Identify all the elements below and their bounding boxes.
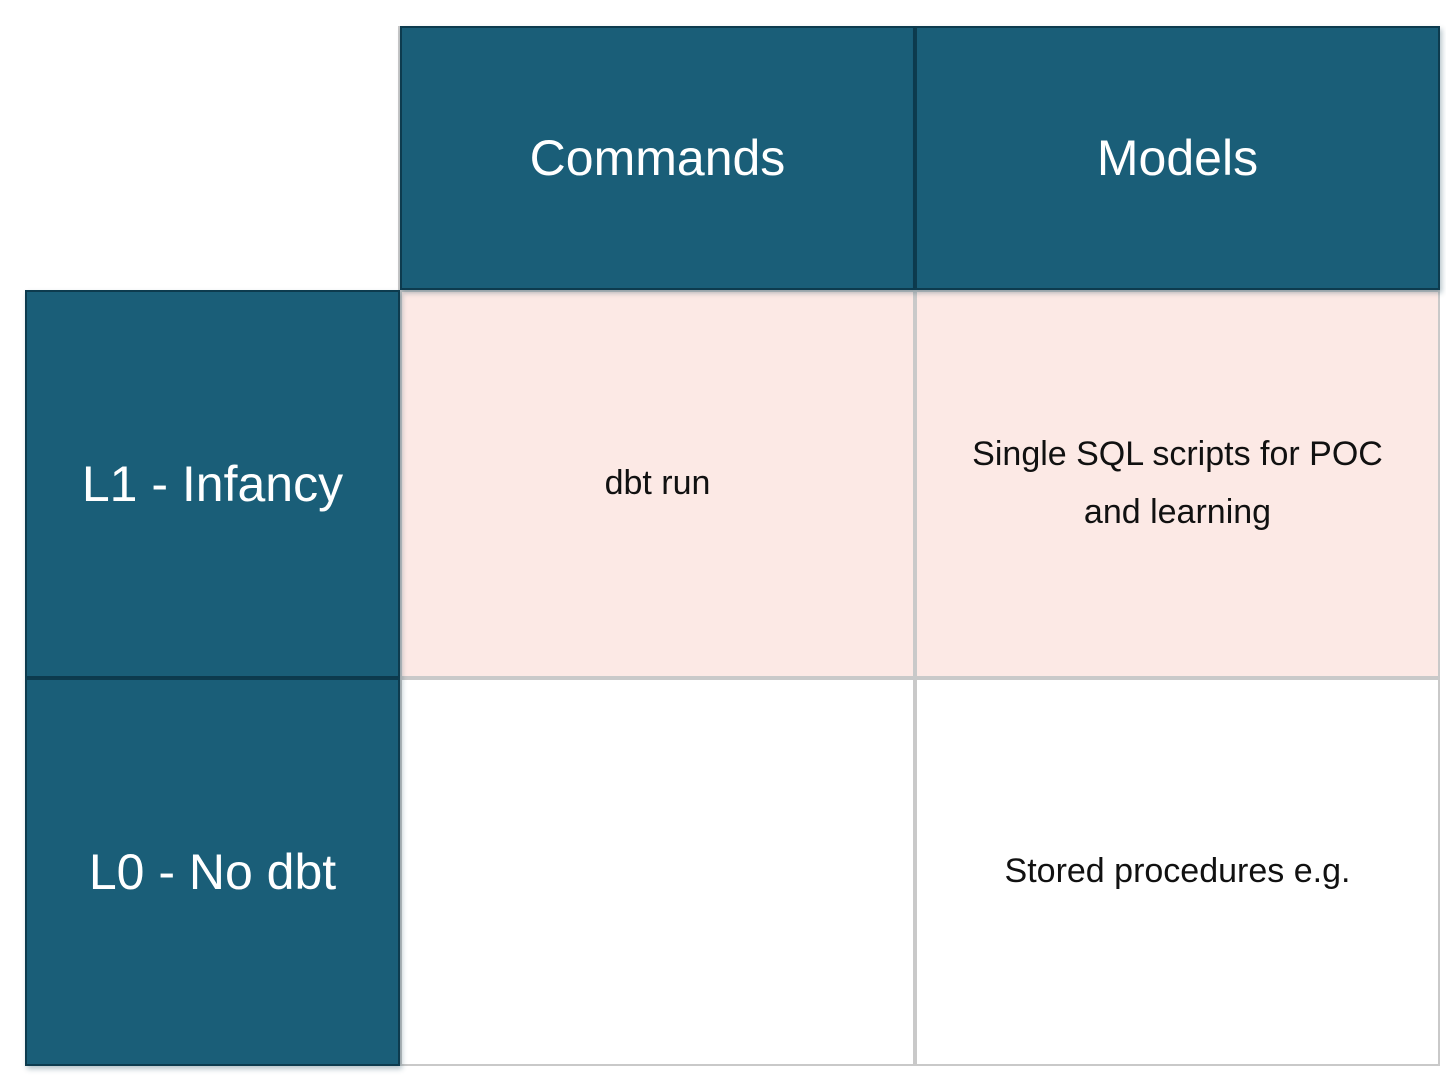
maturity-table: Commands Models L1 - Infancy dbt run Sin… [25, 26, 1440, 1066]
column-header-commands: Commands [400, 26, 915, 290]
cell-l1-commands: dbt run [400, 290, 915, 678]
cell-l1-models-text: Single SQL scripts for POC and learning [972, 435, 1383, 531]
row-header-l1-label: L1 - Infancy [81, 456, 344, 512]
column-header-commands-label: Commands [529, 130, 786, 186]
cell-l1-models: Single SQL scripts for POC and learning [915, 290, 1440, 678]
row-header-l1-infancy: L1 - Infancy [25, 290, 400, 678]
column-header-models: Models [915, 26, 1440, 290]
row-header-l0-label: L0 - No dbt [88, 844, 337, 900]
row-header-l0-no-dbt: L0 - No dbt [25, 678, 400, 1066]
cell-l0-models-text: Stored procedures e.g. [1004, 852, 1351, 891]
cell-l0-models: Stored procedures e.g. [915, 678, 1440, 1066]
cell-l1-commands-text: dbt run [604, 464, 711, 503]
cell-l0-commands [400, 678, 915, 1066]
corner-cell [25, 26, 400, 290]
column-header-models-label: Models [1096, 130, 1259, 186]
